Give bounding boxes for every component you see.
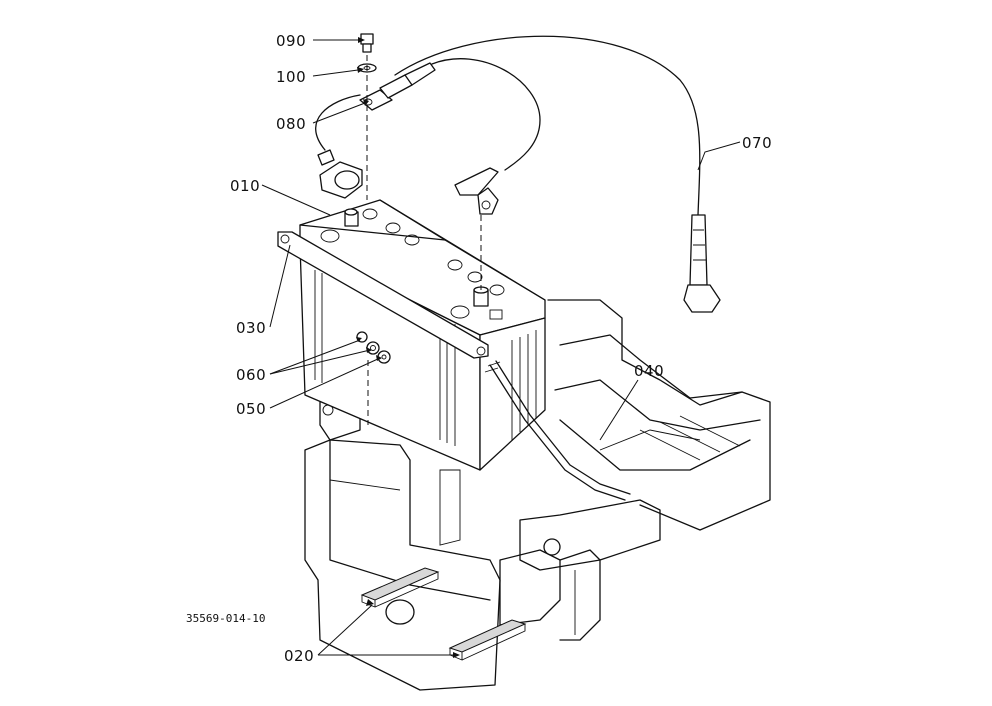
battery-rod (484, 360, 631, 501)
callout-100: 100 (276, 68, 306, 86)
callout-020: 020 (284, 647, 314, 665)
callout-030: 030 (236, 319, 266, 337)
callout-050: 050 (236, 400, 266, 418)
callout-080: 080 (276, 115, 306, 133)
rubber-mats (360, 567, 527, 661)
leader-arrowheads (356, 37, 460, 658)
assembly-lines (366, 55, 600, 425)
callout-060: 060 (236, 366, 266, 384)
callout-090: 090 (276, 32, 306, 50)
battery-hold-down-bar (277, 231, 489, 359)
leader-lines (261, 39, 741, 656)
figure-code: 35569-014-10 (186, 612, 265, 625)
callout-040: 040 (634, 362, 664, 380)
battery (299, 199, 546, 471)
callout-010: 010 (230, 177, 260, 195)
callout-070: 070 (742, 134, 772, 152)
